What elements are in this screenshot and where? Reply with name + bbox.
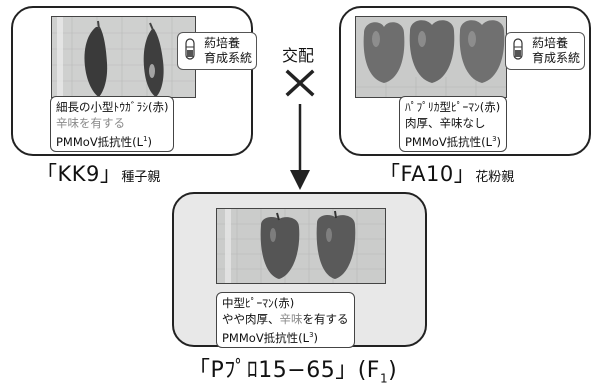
hybrid-panel: 中型ﾋﾟｰﾏﾝ(赤) やや肉厚、辛味を有する PMMoV抵抗性(L3) (172, 192, 427, 348)
desc-line-3: PMMoV抵抗性(L1) (56, 134, 153, 149)
pollen-parent-name: 「FA10」 (379, 162, 476, 186)
seed-parent-photo (51, 16, 196, 98)
badge-line-2: 育成系統 (204, 51, 253, 65)
anther-culture-badge: 葯培養 育成系統 (505, 32, 586, 70)
desc-line-1: ﾊﾟﾌﾟﾘｶ型ﾋﾟｰﾏﾝ(赤) (405, 100, 501, 114)
cross-x-stroke-2 (285, 69, 315, 97)
pollen-parent-panel: 葯培養 育成系統 ﾊﾟﾌﾟﾘｶ型ﾋﾟｰﾏﾝ(赤) 肉厚、辛味なし PMMoV抵抗… (339, 6, 591, 156)
desc-line-2: 辛味を有する (56, 116, 125, 130)
badge-line-1: 葯培養 (532, 36, 569, 50)
hybrid-description: 中型ﾋﾟｰﾏﾝ(赤) やや肉厚、辛味を有する PMMoV抵抗性(L3) (216, 292, 355, 348)
cross-label: 交配 (282, 46, 315, 65)
hybrid-pepper-image (217, 209, 385, 283)
pollen-parent-description: ﾊﾟﾌﾟﾘｶ型ﾋﾟｰﾏﾝ(赤) 肉厚、辛味なし PMMoV抵抗性(L3) (399, 96, 508, 152)
anther-culture-badge: 葯培養 育成系統 (177, 32, 258, 70)
pollen-parent-label: 「FA10」花粉親 (379, 158, 514, 188)
arrow-head (290, 170, 310, 190)
badge-line-1: 葯培養 (204, 36, 241, 50)
pollen-parent-photo (355, 16, 507, 98)
chili-pepper-image (52, 17, 195, 97)
seed-parent-role: 種子親 (121, 170, 161, 185)
hybrid-generation: 1 (379, 371, 389, 386)
desc-line-3: PMMoV抵抗性(L3) (222, 330, 319, 345)
pollen-parent-role: 花粉親 (475, 170, 515, 185)
paprika-pepper-image (356, 17, 506, 97)
desc-line-2: 肉厚、辛味なし (405, 116, 486, 130)
hybrid-name: 「Pﾌﾟﾛ15−65」(F (188, 358, 380, 383)
desc-line-2: やや肉厚、辛味を有する (222, 312, 349, 326)
desc-line-1: 中型ﾋﾟｰﾏﾝ(赤) (222, 296, 295, 310)
desc-line-3: PMMoV抵抗性(L3) (405, 134, 502, 149)
test-tube-icon (513, 38, 523, 60)
hybrid-name-close: ) (388, 358, 398, 383)
hybrid-label: 「Pﾌﾟﾛ15−65」(F1) (188, 352, 397, 385)
seed-parent-description: 細長の小型ﾄｳｶﾞﾗｼ(赤) 辛味を有する PMMoV抵抗性(L1) (50, 96, 175, 152)
hybrid-photo (216, 208, 386, 284)
test-tube-icon (185, 38, 195, 60)
badge-line-2: 育成系統 (532, 51, 581, 65)
seed-parent-name: 「KK9」 (36, 162, 122, 186)
seed-parent-label: 「KK9」種子親 (36, 158, 160, 188)
seed-parent-panel: 葯培養 育成系統 細長の小型ﾄｳｶﾞﾗｼ(赤) 辛味を有する PMMoV抵抗性(… (11, 6, 258, 156)
desc-line-1: 細長の小型ﾄｳｶﾞﾗｼ(赤) (56, 100, 169, 114)
cross-arrow (285, 69, 315, 190)
